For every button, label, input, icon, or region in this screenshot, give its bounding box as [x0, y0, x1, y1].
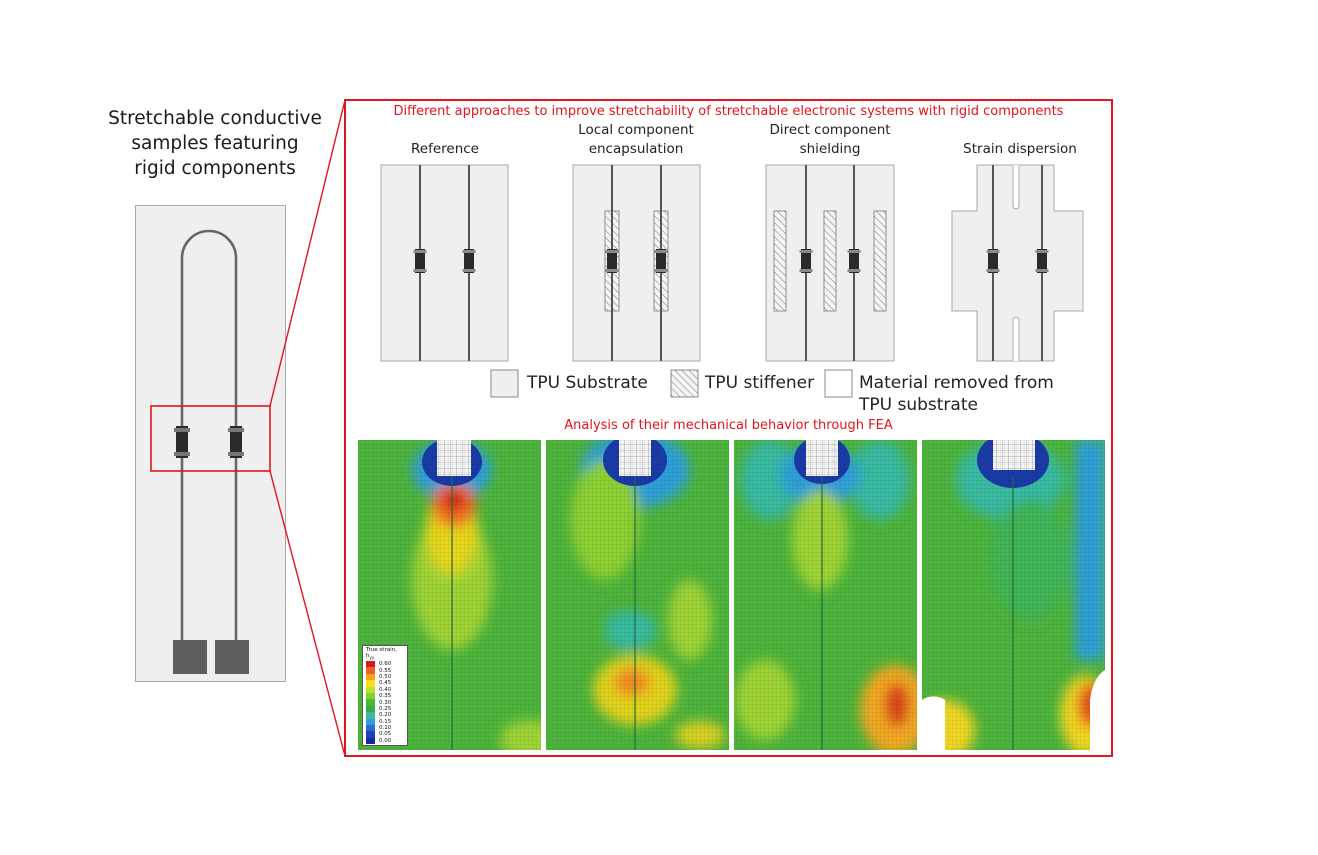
fea-heading: Analysis of their mechanical behavior th…: [564, 418, 893, 433]
legend-swatch-removed: [824, 369, 853, 398]
colorbar-value: 0.20: [379, 712, 392, 719]
colorbar-row: 0.15: [366, 718, 406, 725]
colorbar-swatch: [366, 661, 375, 668]
colorbar-row: 0.25: [366, 705, 406, 713]
approach-label-line: Reference: [411, 141, 479, 157]
colorbar-row: 0.45: [366, 680, 406, 687]
colorbar-swatch: [366, 692, 375, 700]
colorbar-row: 0.05: [366, 731, 406, 738]
legend-removed-line-2: TPU substrate: [859, 395, 978, 415]
colorbar-swatch: [366, 737, 375, 745]
colorbar-swatch: [366, 731, 375, 738]
colorbar-row: 0.50: [366, 673, 406, 681]
colorbar-value: 0.40: [379, 686, 392, 693]
colorbar-value: 0.30: [379, 699, 392, 706]
approach-label-strain-dispersion: Strain dispersion: [945, 140, 1095, 159]
left-title-line-2: samples featuring: [131, 133, 299, 154]
legend-swatch-substrate: [490, 369, 519, 398]
colorbar-swatch: [366, 667, 375, 674]
left-panel-title: Stretchable conductive samples featuring…: [100, 106, 330, 181]
colorbar-swatch: [366, 673, 375, 681]
colorbar-value: 0.35: [379, 693, 392, 700]
legend-swatch-stiffener: [670, 369, 699, 398]
colorbar-row: 0.30: [366, 699, 406, 706]
fea-panel-local-encapsulation: [546, 440, 729, 750]
schematic-direct-shielding: [765, 164, 895, 362]
approach-label-line: encapsulation: [588, 141, 684, 157]
colorbar-row: 0.10: [366, 724, 406, 732]
colorbar-value: 0.15: [379, 718, 392, 725]
approach-label-line: Strain dispersion: [963, 141, 1077, 157]
approach-label-reference: Reference: [375, 140, 515, 159]
approach-label-line: Direct component: [769, 122, 891, 138]
colorbar-row: 0.55: [366, 667, 406, 674]
colorbar-swatch: [366, 699, 375, 706]
contact-pad-right: [215, 640, 249, 674]
left-title-line-1: Stretchable conductive: [108, 108, 322, 129]
colorbar-title-line-2: hyy: [366, 653, 397, 661]
fea-panel-strain-dispersion: [922, 440, 1105, 750]
approaches-panel: [344, 99, 1113, 757]
approach-label-local-encapsulation: Local component encapsulation: [566, 121, 706, 159]
colorbar-value: 0.55: [379, 667, 392, 674]
colorbar-value: 0.10: [379, 725, 392, 732]
legend-removed-line-1: Material removed from: [859, 373, 1054, 393]
colorbar-row: 0.60: [366, 661, 406, 668]
colorbar-row: 0.40: [366, 686, 406, 693]
approach-label-direct-shielding: Direct component shielding: [760, 121, 900, 159]
left-title-line-3: rigid components: [134, 158, 296, 179]
colorbar-swatch: [366, 712, 375, 719]
colorbar-value: 0.25: [379, 705, 392, 712]
colorbar-swatch: [366, 686, 375, 693]
colorbar-row: 0.20: [366, 712, 406, 719]
colorbar-value: 0.50: [379, 673, 392, 680]
schematic-local-encapsulation: [572, 164, 701, 362]
approach-label-line: Local component: [578, 122, 694, 138]
colorbar-row: 0.35: [366, 692, 406, 700]
schematic-reference: [380, 164, 509, 362]
legend-label-substrate: TPU Substrate: [527, 373, 648, 393]
colorbar-value: 0.45: [379, 680, 392, 687]
fea-panel-direct-shielding: [734, 440, 917, 750]
colorbar-title-symbol: h: [366, 653, 370, 659]
colorbar-title: True strain, hyy: [366, 647, 397, 661]
conductive-trace: [180, 229, 238, 651]
fea-panel-reference: [358, 440, 541, 750]
colorbar-swatch: [366, 705, 375, 713]
colorbar-title-subscript: yy: [369, 655, 375, 661]
colorbar-value: 0.00: [379, 737, 392, 744]
colorbar-value: 0.60: [379, 661, 392, 668]
legend-label-stiffener: TPU stiffener: [705, 373, 815, 393]
colorbar-swatch: [366, 724, 375, 732]
colorbar-swatch: [366, 718, 375, 725]
colorbar-swatch: [366, 680, 375, 687]
contact-pad-left: [173, 640, 207, 674]
legend-label-removed: Material removed from TPU substrate: [859, 372, 1054, 416]
colorbar-title-line-1: True strain,: [366, 647, 397, 653]
schematic-strain-dispersion: [951, 164, 1084, 362]
approaches-heading: Different approaches to improve stretcha…: [393, 104, 1064, 119]
colorbar-row: 0.00: [366, 737, 406, 745]
colorbar-value: 0.05: [379, 731, 392, 738]
approach-label-line: shielding: [799, 141, 861, 157]
